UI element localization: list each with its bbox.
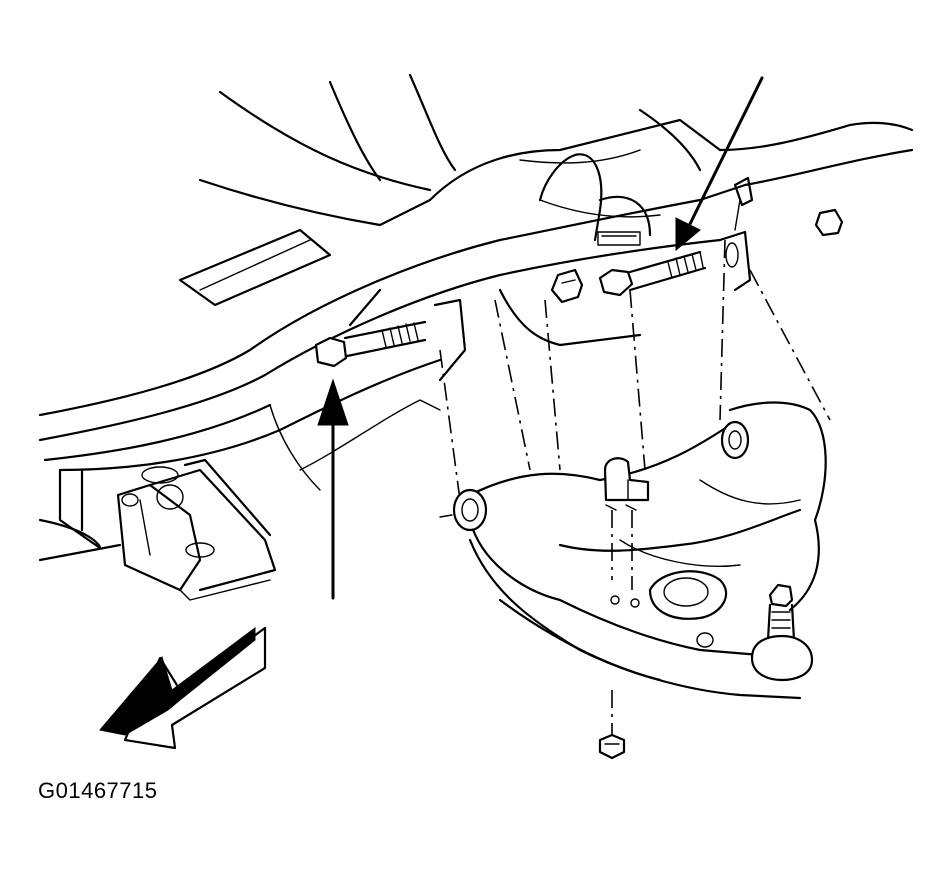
frame-rail <box>38 183 747 562</box>
bracket-plate <box>433 176 754 382</box>
frame-bracket <box>116 458 277 601</box>
ball-joint <box>750 583 814 682</box>
forward-direction-arrow-icon <box>99 626 267 750</box>
nut-right <box>814 208 844 237</box>
figure-id-label: G01467715 <box>38 778 158 803</box>
background-body-outline <box>198 73 914 227</box>
lower-left-bolt <box>314 320 427 368</box>
upper-bolt <box>598 250 707 297</box>
lower-control-arm <box>439 401 827 700</box>
bump-stop <box>603 457 650 511</box>
lower-nut <box>598 733 626 760</box>
bushing-nut-upper <box>550 268 584 304</box>
long-arrow-icon <box>317 76 764 600</box>
spring-tower <box>538 153 652 246</box>
